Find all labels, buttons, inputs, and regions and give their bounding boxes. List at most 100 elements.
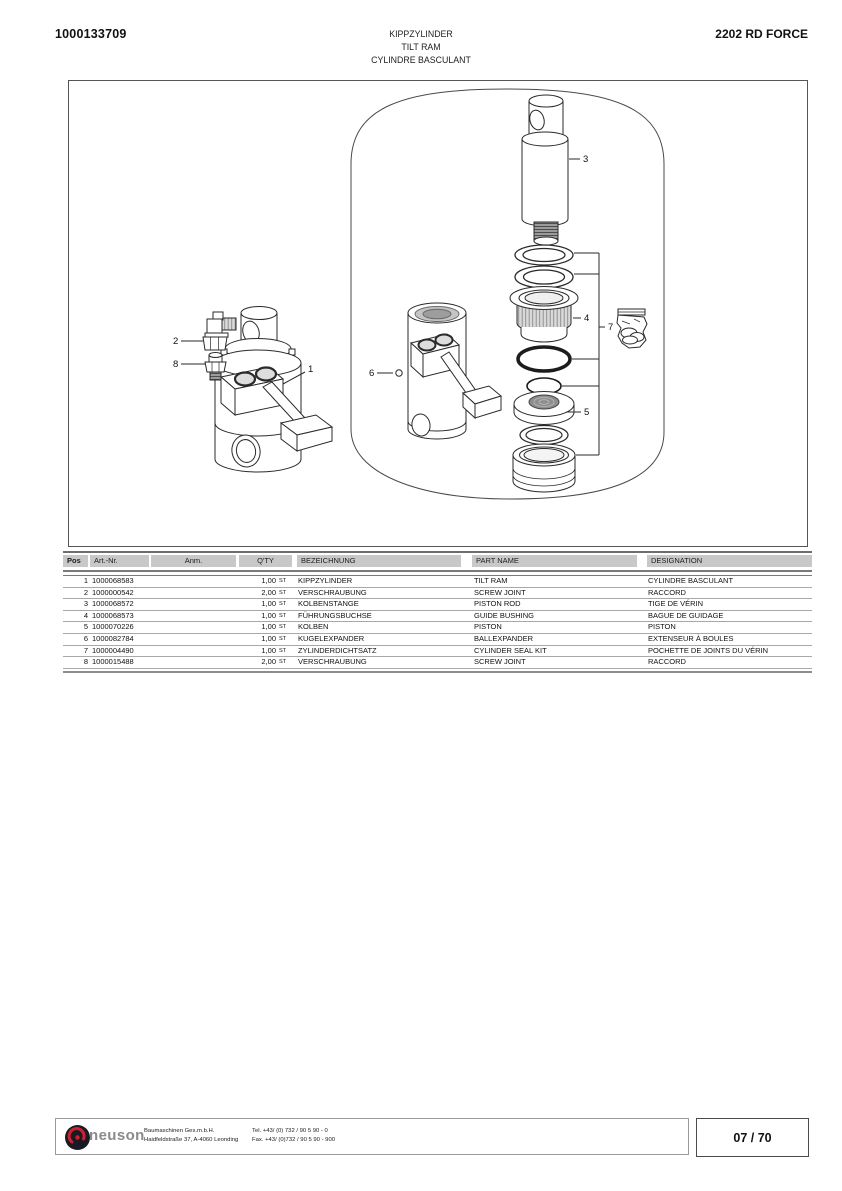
- cell-part-name: SCREW JOINT: [474, 657, 526, 667]
- callout-1: 1: [308, 364, 313, 375]
- cell-qty: 2,00: [261, 587, 276, 597]
- cell-unit: ST: [279, 647, 287, 654]
- parts-table: Pos Art.-Nr. Anm. Q'TY BEZEICHNUNG PART …: [63, 551, 812, 675]
- port-hole: [254, 366, 278, 382]
- company-street: Haidfeldstraße 37, A-4060 Leonding: [144, 1136, 239, 1143]
- cell-designation: CYLINDRE BASCULANT: [648, 576, 734, 585]
- callout-2: 2: [173, 336, 178, 347]
- model-name: 2202 RD FORCE: [715, 27, 808, 41]
- rod-eye-hole: [529, 109, 545, 131]
- piston-boss: [528, 394, 560, 410]
- cell-unit: ST: [279, 578, 287, 584]
- cell-bezeichnung: ZYLINDERDICHTSATZ: [298, 645, 377, 655]
- column-header-bezeichnung: BEZEICHNUNG: [297, 555, 461, 567]
- table-row: 4 1000068573 1,00 ST FÜHRUNGSBUCHSE GUID…: [63, 611, 812, 623]
- cell-pos: 3: [83, 599, 88, 609]
- column-header-art-nr: Art.-Nr.: [90, 555, 149, 567]
- table-row: 8 1000015488 2,00 ST VERSCHRAUBUNG SCREW…: [63, 657, 812, 669]
- callout-5: 5: [584, 407, 589, 418]
- cell-pos: 2: [83, 587, 88, 597]
- cell-designation: PISTON: [648, 622, 676, 632]
- cell-bezeichnung: VERSCHRAUBUNG: [298, 587, 367, 597]
- support-ring: [519, 424, 569, 446]
- cell-unit: ST: [279, 659, 287, 666]
- title-english: TILT RAM: [401, 42, 441, 52]
- cell-qty: 1,00: [261, 633, 276, 643]
- cell-qty: 1,00: [261, 622, 276, 632]
- diagram-frame: 1 2 3 4 5 6 7 8: [68, 80, 808, 547]
- column-header-designation: DESIGNATION: [647, 555, 812, 567]
- table-row: 7 1000004490 1,00 ST ZYLINDERDICHTSATZ C…: [63, 646, 812, 658]
- cell-pos: 4: [83, 610, 88, 620]
- cell-part-name: CYLINDER SEAL KIT: [474, 645, 547, 655]
- guide-bushing: [509, 286, 579, 343]
- callout-4: 4: [584, 313, 589, 324]
- title-german: KIPPZYLINDER: [389, 29, 453, 39]
- column-header-part-name: PART NAME: [472, 555, 637, 567]
- callout-8: 8: [173, 359, 178, 370]
- cell-bezeichnung: KOLBENSTANGE: [298, 599, 359, 609]
- cell-designation: RACCORD: [648, 657, 686, 667]
- cell-unit: ST: [279, 624, 287, 631]
- callout-6: 6: [369, 368, 374, 379]
- elbow-fitting: [202, 311, 237, 351]
- cell-unit: ST: [279, 635, 287, 642]
- cell-bezeichnung: VERSCHRAUBUNG: [298, 657, 367, 667]
- cell-art-nr: 1000068573: [92, 610, 134, 620]
- cell-art-nr: 1000000542: [92, 587, 134, 597]
- cell-qty: 1,00: [261, 610, 276, 620]
- o-ring-large: [516, 345, 572, 373]
- screw-plug: [204, 352, 227, 381]
- column-header-pos: Pos: [63, 555, 88, 567]
- cell-designation: RACCORD: [648, 587, 686, 597]
- table-row: 2 1000000542 2,00 ST VERSCHRAUBUNG SCREW…: [63, 588, 812, 600]
- neuson-logo-icon: [65, 1125, 90, 1150]
- cell-bezeichnung: FÜHRUNGSBUCHSE: [298, 610, 372, 620]
- port-hole: [434, 333, 454, 347]
- callout-7: 7: [608, 322, 613, 333]
- cell-part-name: PISTON ROD: [474, 599, 521, 609]
- callout-leaders: [181, 158, 581, 413]
- cell-art-nr: 1000070226: [92, 622, 134, 632]
- seal-ring: [514, 265, 574, 289]
- fax: Fax. +43/ (0)732 / 90 5 90 - 900: [252, 1136, 336, 1143]
- cell-designation: BAGUE DE GUIDAGE: [648, 610, 724, 620]
- cell-qty: 1,00: [261, 599, 276, 609]
- page-number: 07 / 70: [733, 1130, 772, 1145]
- table-rows: 1 1000068583 1,00 ST KIPPZYLINDER TILT R…: [63, 576, 812, 669]
- cell-art-nr: 1000068572: [92, 599, 134, 609]
- column-header-anm: Anm.: [151, 555, 236, 567]
- piston: [513, 391, 575, 425]
- cell-pos: 5: [83, 622, 88, 632]
- port-hole: [233, 371, 257, 387]
- brand-wordmark: neuson: [89, 1127, 145, 1144]
- gland-cup: [512, 443, 576, 493]
- table-bottom-rule: [63, 671, 812, 673]
- header-divider-rule: [63, 570, 812, 576]
- company-name: Baumaschinen Ges.m.b.H.: [144, 1128, 215, 1134]
- piston-rod: [521, 94, 569, 246]
- cell-part-name: TILT RAM: [474, 576, 508, 585]
- cell-qty: 2,00: [261, 657, 276, 667]
- cell-part-name: GUIDE BUSHING: [474, 610, 535, 620]
- cell-bezeichnung: KIPPZYLINDER: [298, 576, 353, 585]
- table-row: 1 1000068583 1,00 ST KIPPZYLINDER TILT R…: [63, 576, 812, 588]
- cell-art-nr: 1000082784: [92, 633, 134, 643]
- port-hole: [417, 338, 437, 352]
- telephone: Tel. +43/ (0) 732 / 90 5 90 - 0: [252, 1128, 328, 1134]
- cell-part-name: SCREW JOINT: [474, 587, 526, 597]
- page-number-box: 07 / 70: [696, 1118, 809, 1157]
- footer-bar: neuson Baumaschinen Ges.m.b.H. Haidfelds…: [55, 1118, 689, 1155]
- tilt-ram-assembly: [214, 306, 334, 473]
- table-row: 5 1000070226 1,00 ST KOLBEN PISTON PISTO…: [63, 622, 812, 634]
- cell-pos: 8: [83, 657, 88, 667]
- cell-pos: 6: [83, 633, 88, 643]
- table-top-rule: [63, 551, 812, 553]
- cell-designation: EXTENSEUR À BOULES: [648, 633, 734, 643]
- enclosure-outline: [350, 88, 665, 500]
- cell-qty: 1,00: [261, 576, 276, 585]
- wiper-ring: [514, 244, 574, 266]
- cell-qty: 1,00: [261, 645, 276, 655]
- cell-art-nr: 1000004490: [92, 645, 134, 655]
- column-header-qty: Q'TY: [239, 555, 292, 567]
